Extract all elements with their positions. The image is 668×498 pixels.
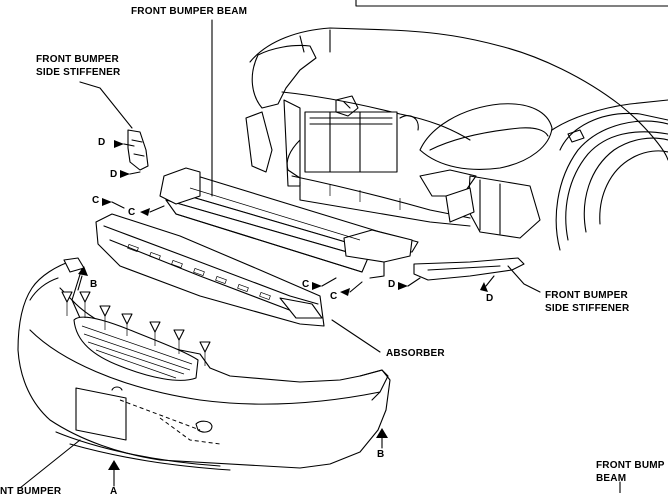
key-d-left-upper: D [98,137,106,148]
key-c-left-center: C [128,207,136,218]
key-c-right-lower: C [330,291,338,302]
label-front-bumper-bottom-left: NT BUMPER [0,486,62,497]
fastener-arrows [77,140,495,487]
absorber [95,213,325,327]
car-body [245,27,668,251]
label-right-side-stiffener-line2: SIDE STIFFENER [545,303,630,314]
left-side-stiffener [127,129,149,171]
front-bumper-beam [159,167,475,279]
label-right-side-stiffener-line1: FRONT BUMPER [545,290,628,301]
frame-edge [355,0,668,7]
key-c-left: C [92,195,100,206]
right-side-stiffener [413,257,525,281]
label-front-bumper-beam-bottom-line1: FRONT BUMP [596,460,665,471]
key-b-right: B [377,449,385,460]
key-d-left-lower: D [110,169,118,180]
clip-markers [61,291,211,366]
key-d-right: D [388,279,396,290]
front-bumper-cover [17,257,391,471]
label-left-side-stiffener-line2: SIDE STIFFENER [36,67,121,78]
label-front-bumper-beam-top: FRONT BUMPER BEAM [131,6,248,17]
key-c-right: C [302,279,310,290]
key-b-left: B [90,279,98,290]
label-front-bumper-beam-bottom-line2: BEAM [596,473,627,484]
label-absorber: ABSORBER [386,348,445,359]
key-a-bottom: A [110,486,118,497]
key-d-right-lower: D [486,293,494,304]
leader-lines [19,19,621,493]
label-left-side-stiffener-line1: FRONT BUMPER [36,54,119,65]
